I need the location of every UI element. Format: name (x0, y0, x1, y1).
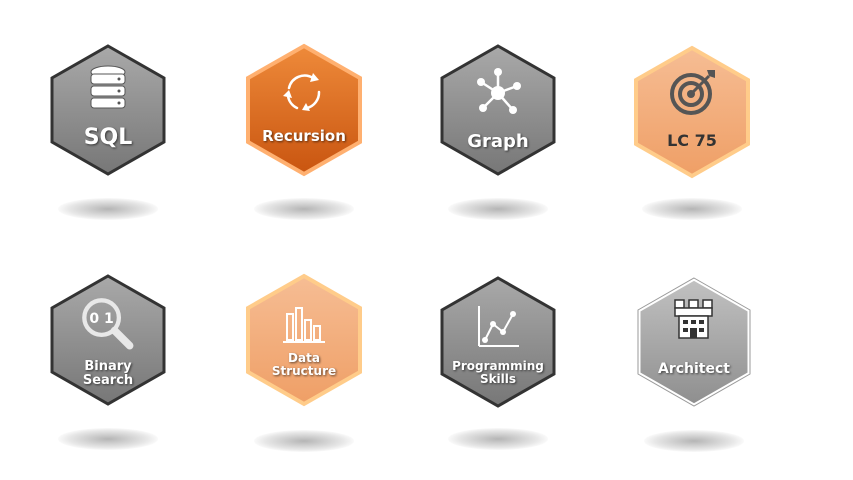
badge-shadow (58, 198, 158, 220)
badge-shadow (448, 428, 548, 450)
tower-icon (674, 299, 713, 339)
badge-label: Data Structure (271, 351, 337, 379)
badge-programming-skills[interactable]: Programming Skills (440, 276, 556, 408)
magnifier-binary-icon: 0 1 (82, 298, 134, 350)
badge-shadow (254, 430, 354, 452)
badge-label: Programming Skills (452, 359, 544, 387)
badge-label: Architect (658, 361, 730, 377)
badge-graph[interactable]: Graph (440, 44, 556, 176)
badge-binary-search[interactable]: 0 1 Binary Search (50, 274, 166, 406)
badge-sql[interactable]: SQL (50, 44, 166, 176)
hexagon-frame (50, 274, 166, 406)
hexagon-frame (635, 275, 753, 409)
badge-label: LC 75 (667, 131, 717, 150)
badge-recursion[interactable]: Recursion (246, 43, 362, 177)
hexagon-frame (440, 44, 556, 176)
target-icon (670, 70, 715, 115)
hexagon-frame (440, 276, 556, 408)
database-icon (90, 65, 126, 109)
badge-shadow (58, 428, 158, 450)
graph-nodes-icon (477, 68, 521, 114)
cycle-arrows-icon (283, 73, 321, 111)
badge-label: Graph (467, 131, 529, 152)
bar-chart-icon (283, 307, 325, 343)
binary-digits: 0 1 (89, 311, 113, 327)
badge-label: SQL (83, 125, 133, 150)
badge-shadow (644, 430, 744, 452)
badge-shadow (254, 198, 354, 220)
badge-architect[interactable]: Architect (635, 275, 753, 409)
badge-shadow (448, 198, 548, 220)
badge-data-structure[interactable]: Data Structure (246, 273, 362, 407)
badge-label: Recursion (262, 127, 346, 145)
badge-label: Binary Search (82, 359, 134, 389)
badge-shadow (642, 198, 742, 220)
line-chart-icon (478, 306, 519, 347)
hexagon-frame (50, 44, 166, 176)
badge-lc75[interactable]: LC 75 (634, 45, 750, 179)
